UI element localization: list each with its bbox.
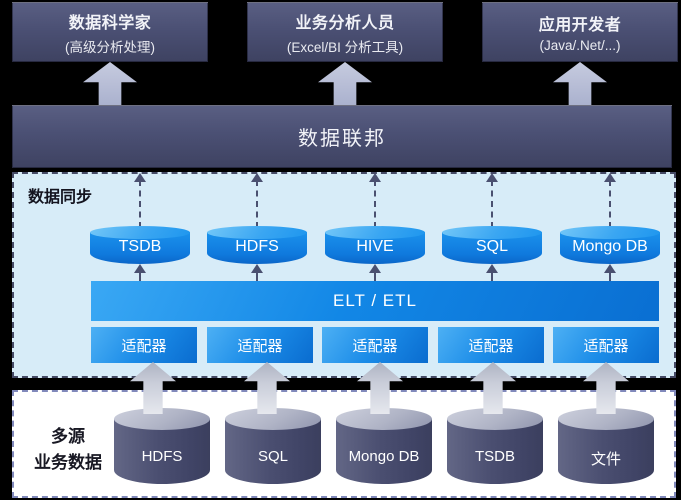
source-label: HDFS [141, 448, 183, 465]
source-label: Mongo DB [348, 448, 420, 465]
source-cylinder-tsdb: TSDB [447, 408, 543, 484]
cylinder-top [558, 408, 654, 430]
consumer-box-app-developer: 应用开发者 (Java/.Net/...) [482, 2, 678, 62]
cylinder-top [325, 226, 425, 239]
adapter-box: 适配器 [207, 327, 313, 363]
source-label: SQL [257, 448, 288, 465]
dashed-up-arrow-icon [604, 264, 616, 281]
adapter-box: 适配器 [91, 327, 197, 363]
adapter-label: 适配器 [352, 337, 398, 355]
adapter-label: 适配器 [237, 337, 283, 355]
up-block-arrow-icon [83, 62, 137, 106]
store-label: Mongo DB [572, 238, 648, 255]
adapter-label: 适配器 [468, 337, 514, 355]
dashed-up-arrow-icon [251, 173, 263, 228]
cylinder-top [207, 226, 307, 239]
cylinder-top [442, 226, 542, 239]
sync-store-cylinder-sql: SQL [442, 226, 542, 264]
dashed-up-arrow-icon [369, 173, 381, 228]
store-label: HIVE [356, 238, 394, 255]
cylinder-top [447, 408, 543, 430]
source-cylinder-mongodb: Mongo DB [336, 408, 432, 484]
up-block-arrow-icon [553, 62, 607, 106]
data-sync-label: 数据同步 [28, 189, 93, 206]
consumer-subtitle: (Excel/BI 分析工具) [286, 39, 404, 55]
dashed-up-arrow-icon [251, 264, 263, 281]
cylinder-top [225, 408, 321, 430]
up-block-arrow-icon [318, 62, 372, 106]
consumer-box-data-scientist: 数据科学家 (高级分析处理) [12, 2, 208, 62]
multi-source-label: 多源 业务数据 [26, 424, 110, 475]
dashed-up-arrow-icon [486, 264, 498, 281]
multi-source-label-line1: 多源 [51, 427, 85, 446]
dashed-up-arrow-icon [486, 173, 498, 228]
sync-store-cylinder-hive: HIVE [325, 226, 425, 264]
source-cylinder-hdfs: HDFS [114, 408, 210, 484]
sync-store-cylinder-mongodb: Mongo DB [560, 226, 660, 264]
adapter-box: 适配器 [322, 327, 428, 363]
adapter-box: 适配器 [553, 327, 659, 363]
elt-etl-label: ELT / ETL [333, 291, 417, 310]
consumer-box-business-analyst: 业务分析人员 (Excel/BI 分析工具) [247, 2, 443, 62]
dashed-up-arrow-icon [134, 264, 146, 281]
store-label: HDFS [235, 238, 279, 255]
source-label: TSDB [474, 448, 515, 465]
store-label: TSDB [118, 238, 162, 255]
dashed-up-arrow-icon [369, 264, 381, 281]
consumer-title: 应用开发者 [538, 17, 622, 34]
elt-etl-bar: ELT / ETL [91, 281, 659, 321]
multi-source-label-line2: 业务数据 [34, 452, 102, 472]
dashed-up-arrow-icon [604, 173, 616, 228]
adapter-label: 适配器 [121, 337, 167, 355]
sync-store-cylinder-hdfs: HDFS [207, 226, 307, 264]
sync-store-cylinder-tsdb: TSDB [90, 226, 190, 264]
federation-bar: 数据联邦 [12, 105, 672, 168]
cylinder-top [114, 408, 210, 430]
store-label: SQL [475, 238, 508, 255]
cylinder-top [560, 226, 660, 239]
consumer-subtitle: (高级分析处理) [65, 39, 155, 55]
cylinder-top [336, 408, 432, 430]
dashed-up-arrow-icon [134, 173, 146, 228]
cylinder-top [90, 226, 190, 239]
source-cylinder-file: 文件 [558, 408, 654, 484]
adapter-box: 适配器 [438, 327, 544, 363]
adapter-label: 适配器 [583, 337, 629, 355]
source-cylinder-sql: SQL [225, 408, 321, 484]
source-label: 文件 [590, 451, 621, 468]
consumer-subtitle: (Java/.Net/...) [539, 38, 621, 53]
consumer-title: 数据科学家 [68, 14, 152, 32]
consumer-title: 业务分析人员 [295, 14, 395, 32]
federation-label: 数据联邦 [298, 128, 386, 150]
